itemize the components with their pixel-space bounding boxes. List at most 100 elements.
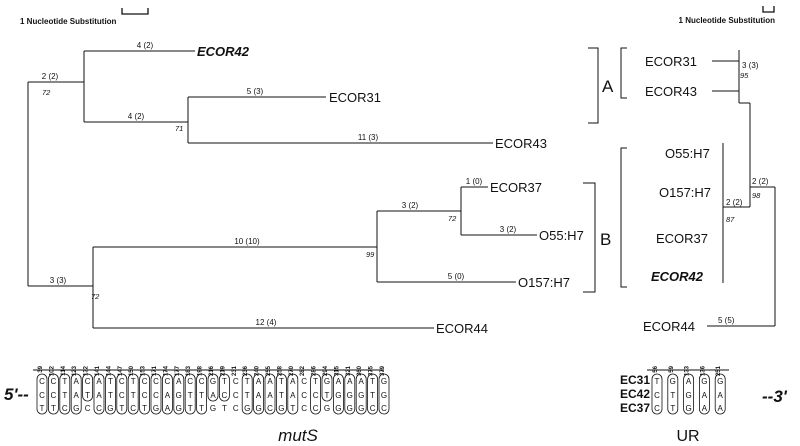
muts-nucleotide: A	[256, 377, 262, 386]
left-tree: ECOR42 ECOR31 ECOR43 ECOR37 O55:H7 O157:…	[27, 41, 584, 336]
bootstrap-value: 99	[366, 250, 375, 259]
muts-nucleotide: G	[107, 404, 113, 413]
muts-nucleotide: G	[381, 391, 387, 400]
muts-nucleotide: T	[188, 404, 193, 413]
group-label-b: B	[600, 230, 611, 249]
muts-nucleotide: G	[324, 404, 330, 413]
group-label-a: A	[602, 77, 614, 96]
muts-nucleotide: A	[165, 404, 171, 413]
muts-substitution-mark	[150, 373, 162, 415]
muts-position: 183	[186, 365, 192, 376]
ur-substitution-mark	[651, 373, 663, 415]
muts-nucleotide: G	[324, 377, 330, 386]
ur-nucleotide: G	[670, 377, 676, 386]
ur-substitution-mark	[699, 373, 710, 415]
muts-substitution-mark	[355, 373, 367, 415]
left-taxon-o157h7: O157:H7	[518, 275, 570, 290]
muts-nucleotide: A	[290, 391, 296, 400]
muts-nucleotide: T	[279, 377, 284, 386]
left-tree-branches	[27, 50, 537, 329]
branch-label: 3 (2)	[402, 201, 419, 210]
muts-position: 114	[61, 365, 67, 375]
muts-substitution-mark	[321, 373, 333, 402]
muts-substitution-mark	[127, 373, 139, 415]
muts-nucleotide: C	[301, 377, 307, 386]
branch-label: 12 (4)	[256, 318, 277, 327]
muts-nucleotide: C	[153, 377, 159, 386]
bootstrap-value: 72	[91, 292, 100, 301]
muts-nucleotide: A	[267, 377, 273, 386]
muts-position: 39	[38, 365, 44, 372]
muts-nucleotide: T	[199, 391, 204, 400]
muts-position: 198	[198, 365, 204, 376]
muts-nucleotide: C	[142, 377, 148, 386]
muts-nucleotide: T	[313, 377, 318, 386]
muts-position: 150	[129, 365, 135, 376]
muts-nucleotide: A	[359, 377, 365, 386]
ur-nucleotide: G	[717, 377, 723, 386]
muts-nucleotide: G	[358, 404, 364, 413]
muts-substitution-mark	[367, 373, 379, 415]
scale-label-left: 1 Nucleotide Substitution	[20, 17, 117, 26]
muts-nucleotide: C	[130, 404, 136, 413]
muts-nucleotide: A	[267, 391, 273, 400]
branch-label: 3 (2)	[500, 225, 517, 234]
muts-position: 177	[175, 365, 181, 376]
muts-position: 132	[84, 365, 90, 376]
muts-substitution-mark	[310, 373, 322, 415]
muts-nucleotide: C	[51, 377, 57, 386]
muts-nucleotide: G	[210, 377, 216, 386]
muts-position: 270	[289, 365, 295, 376]
bootstrap-value: 95	[740, 71, 749, 80]
muts-nucleotide: A	[74, 391, 80, 400]
branch-label: 10 (10)	[234, 237, 260, 246]
branch-label: 5 (3)	[247, 87, 264, 96]
muts-nucleotide: G	[73, 404, 79, 413]
ur-nucleotide: G	[685, 391, 691, 400]
gene-name-ur: UR	[676, 428, 699, 445]
ur-position: 56	[653, 365, 659, 372]
muts-substitution-mark	[241, 373, 253, 415]
muts-nucleotide: C	[153, 391, 159, 400]
ur-substitution-mark	[667, 373, 679, 415]
muts-position: 240	[255, 365, 261, 376]
muts-nucleotide: A	[96, 377, 102, 386]
muts-nucleotide: C	[119, 377, 125, 386]
muts-nucleotide: G	[347, 391, 353, 400]
bootstrap-value: 87	[726, 215, 735, 224]
muts-nucleotide: G	[244, 404, 250, 413]
muts-substitution-mark	[82, 373, 93, 402]
muts-nucleotide: G	[278, 404, 284, 413]
muts-position: 123	[72, 365, 78, 376]
branch-label: 1 (0)	[466, 177, 483, 186]
muts-nucleotide: C	[85, 377, 91, 386]
ur-nucleotide: T	[670, 391, 675, 400]
ur-nucleotide: A	[718, 404, 724, 413]
muts-substitution-mark	[116, 373, 128, 415]
ur-nucleotide: C	[654, 404, 660, 413]
left-taxon-ecor31: ECOR31	[329, 90, 381, 105]
muts-nucleotide: C	[267, 404, 273, 413]
muts-nucleotide: C	[62, 404, 68, 413]
muts-position: 216	[209, 365, 215, 376]
muts-nucleotide: T	[131, 391, 136, 400]
branch-label: 2 (2)	[752, 177, 769, 186]
right-taxon-ecor42: ECOR42	[651, 269, 704, 284]
